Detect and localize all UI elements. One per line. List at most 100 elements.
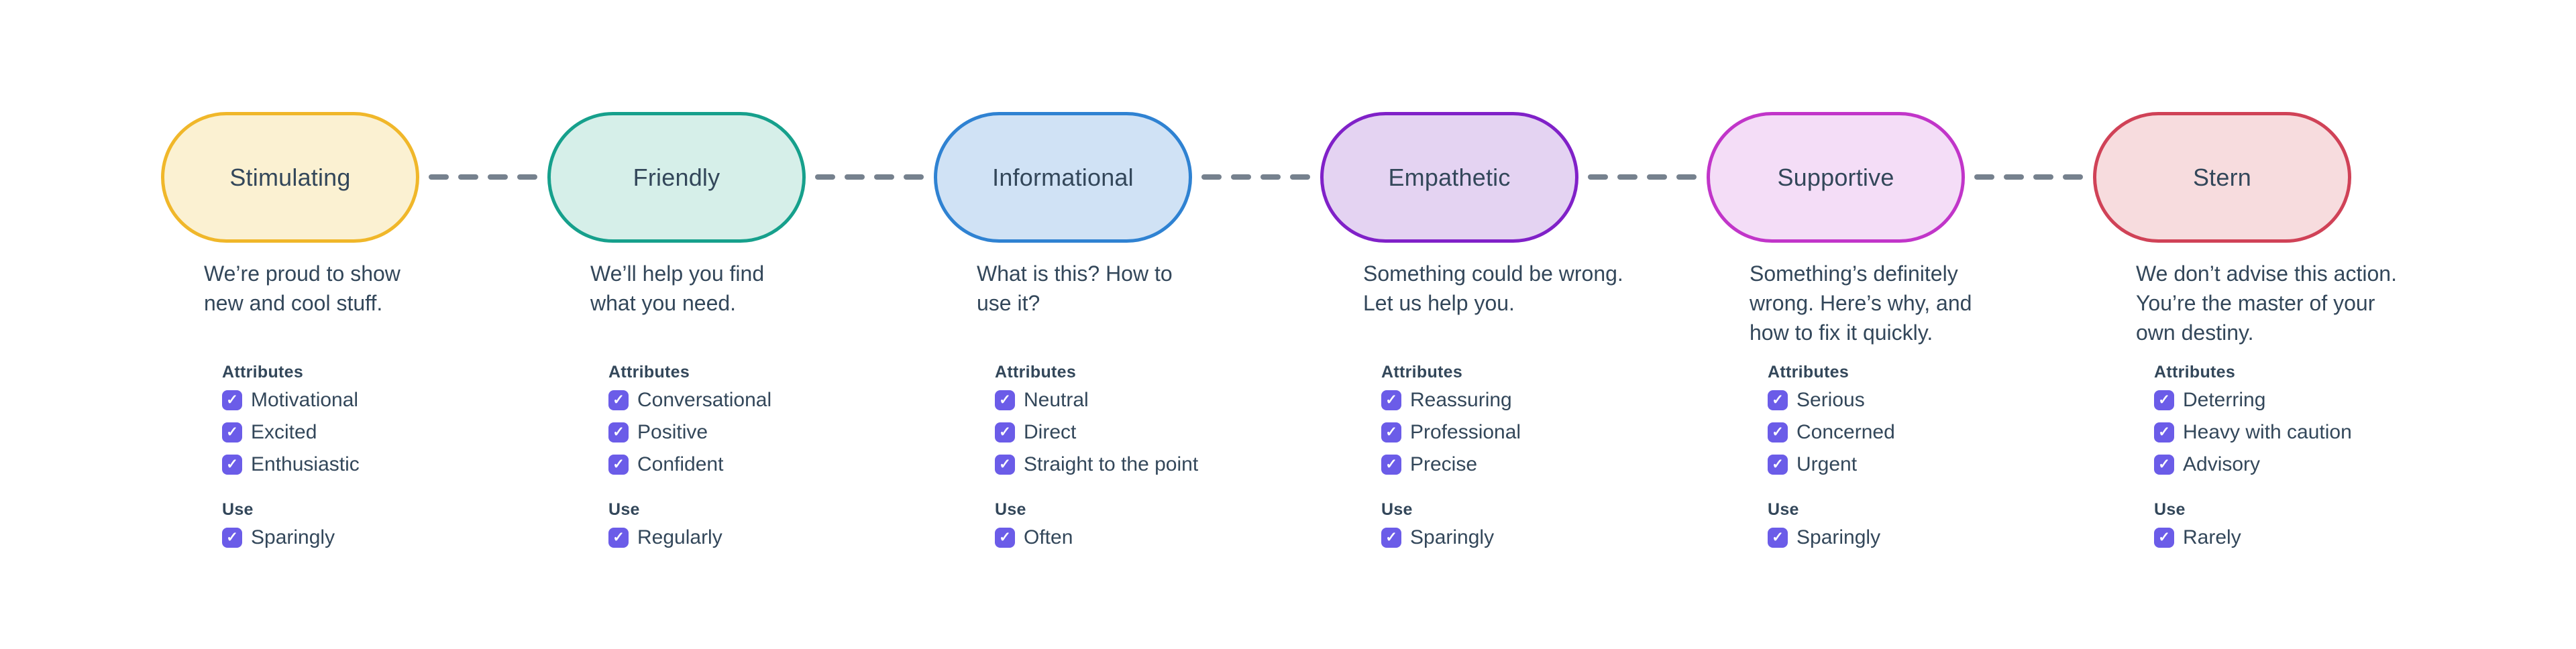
checkbox-checked[interactable]: ✓ bbox=[222, 422, 242, 442]
check-icon: ✓ bbox=[612, 456, 625, 472]
tone-column-stimulating: Stimulating We’re proud to show new and … bbox=[161, 0, 547, 649]
use-section: Use ✓ Sparingly bbox=[1381, 499, 1494, 560]
checkbox-checked[interactable]: ✓ bbox=[1768, 390, 1788, 410]
dash bbox=[1290, 174, 1310, 180]
use-section: Use ✓ Sparingly bbox=[222, 499, 335, 560]
use-row: ✓ Sparingly bbox=[1768, 526, 1881, 548]
dash bbox=[1647, 174, 1667, 180]
attributes-section: Attributes ✓ Serious ✓ Concerned ✓ Urgen… bbox=[1768, 362, 1895, 487]
attribute-label: Confident bbox=[637, 453, 724, 475]
attribute-label: Excited bbox=[251, 421, 317, 443]
attribute-row: ✓ Enthusiastic bbox=[222, 453, 360, 475]
dash bbox=[1231, 174, 1251, 180]
checkbox-checked[interactable]: ✓ bbox=[1381, 422, 1401, 442]
checkbox-checked[interactable]: ✓ bbox=[608, 422, 629, 442]
use-row: ✓ Rarely bbox=[2154, 526, 2241, 548]
attributes-heading: Attributes bbox=[1768, 363, 1849, 381]
checkbox-checked[interactable]: ✓ bbox=[1768, 528, 1788, 548]
checkbox-checked[interactable]: ✓ bbox=[1381, 390, 1401, 410]
attribute-row: ✓ Deterring bbox=[2154, 389, 2352, 411]
checkbox-checked[interactable]: ✓ bbox=[1768, 422, 1788, 442]
attribute-row: ✓ Reassuring bbox=[1381, 389, 1521, 411]
tone-description: We’ll help you find what you need. bbox=[590, 261, 765, 315]
attributes-section: Attributes ✓ Reassuring ✓ Professional ✓… bbox=[1381, 362, 1521, 487]
use-section: Use ✓ Sparingly bbox=[1768, 499, 1880, 560]
attributes-section: Attributes ✓ Deterring ✓ Heavy with caut… bbox=[2154, 362, 2352, 487]
checkbox-checked[interactable]: ✓ bbox=[995, 422, 1015, 442]
tone-description: We don’t advise this action. You’re the … bbox=[2136, 261, 2397, 345]
checkbox-checked[interactable]: ✓ bbox=[995, 390, 1015, 410]
connector-dashed-line bbox=[1201, 174, 1310, 180]
attributes-section: Attributes ✓ Neutral ✓ Direct ✓ Straight… bbox=[995, 362, 1198, 487]
attribute-label: Advisory bbox=[2183, 453, 2261, 475]
tone-pill-label: Informational bbox=[992, 163, 1134, 191]
dash bbox=[1588, 174, 1608, 180]
checkbox-checked[interactable]: ✓ bbox=[608, 528, 629, 548]
check-icon: ✓ bbox=[1772, 529, 1784, 545]
use-label: Sparingly bbox=[1796, 526, 1881, 548]
checkbox-checked[interactable]: ✓ bbox=[995, 455, 1015, 475]
checkbox-checked[interactable]: ✓ bbox=[222, 455, 242, 475]
tone-pill: Stern bbox=[2093, 112, 2351, 243]
dash bbox=[1974, 174, 1994, 180]
tone-pill: Supportive bbox=[1707, 112, 1965, 243]
attribute-row: ✓ Direct bbox=[995, 421, 1198, 443]
attributes-heading: Attributes bbox=[995, 363, 1077, 381]
check-icon: ✓ bbox=[1385, 456, 1397, 472]
checkbox-checked[interactable]: ✓ bbox=[608, 455, 629, 475]
attribute-label: Deterring bbox=[2183, 389, 2266, 411]
dash bbox=[1201, 174, 1222, 180]
attribute-row: ✓ Heavy with caution bbox=[2154, 421, 2352, 443]
check-icon: ✓ bbox=[999, 456, 1011, 472]
check-icon: ✓ bbox=[999, 392, 1011, 408]
attribute-label: Professional bbox=[1410, 421, 1521, 443]
use-section: Use ✓ Often bbox=[995, 499, 1073, 560]
checkbox-checked[interactable]: ✓ bbox=[2154, 455, 2174, 475]
checkbox-checked[interactable]: ✓ bbox=[995, 528, 1015, 548]
dash bbox=[488, 174, 508, 180]
check-icon: ✓ bbox=[226, 392, 238, 408]
attribute-label: Positive bbox=[637, 421, 708, 443]
attribute-row: ✓ Confident bbox=[608, 453, 771, 475]
use-row: ✓ Sparingly bbox=[1381, 526, 1494, 548]
attribute-row: ✓ Advisory bbox=[2154, 453, 2352, 475]
checkbox-checked[interactable]: ✓ bbox=[2154, 528, 2174, 548]
attribute-row: ✓ Concerned bbox=[1768, 421, 1895, 443]
tone-pill-label: Supportive bbox=[1777, 163, 1894, 191]
check-icon: ✓ bbox=[612, 424, 625, 440]
tone-description: Something’s definitely wrong. Here’s why… bbox=[1750, 261, 1972, 345]
checkbox-checked[interactable]: ✓ bbox=[1381, 455, 1401, 475]
checkbox-checked[interactable]: ✓ bbox=[608, 390, 629, 410]
attribute-label: Concerned bbox=[1796, 421, 1895, 443]
checkbox-checked[interactable]: ✓ bbox=[2154, 390, 2174, 410]
checkbox-checked[interactable]: ✓ bbox=[1768, 455, 1788, 475]
attribute-row: ✓ Precise bbox=[1381, 453, 1521, 475]
connector-dashed-line bbox=[815, 174, 924, 180]
use-heading: Use bbox=[1768, 500, 1799, 519]
use-section: Use ✓ Rarely bbox=[2154, 499, 2241, 560]
use-heading: Use bbox=[995, 500, 1026, 519]
checkbox-checked[interactable]: ✓ bbox=[222, 390, 242, 410]
check-icon: ✓ bbox=[999, 529, 1011, 545]
tone-description: Something could be wrong. Let us help yo… bbox=[1363, 261, 1623, 315]
attribute-label: Heavy with caution bbox=[2183, 421, 2352, 443]
checkbox-checked[interactable]: ✓ bbox=[2154, 422, 2174, 442]
tone-column-friendly: Friendly We’ll help you find what you ne… bbox=[547, 0, 934, 649]
attribute-label: Serious bbox=[1796, 389, 1865, 411]
check-icon: ✓ bbox=[612, 529, 625, 545]
attribute-row: ✓ Straight to the point bbox=[995, 453, 1198, 475]
checkbox-checked[interactable]: ✓ bbox=[222, 528, 242, 548]
attribute-row: ✓ Conversational bbox=[608, 389, 772, 411]
check-icon: ✓ bbox=[226, 424, 238, 440]
use-section: Use ✓ Regularly bbox=[608, 499, 722, 560]
use-label: Sparingly bbox=[251, 526, 335, 548]
attribute-label: Conversational bbox=[637, 389, 772, 411]
attribute-row: ✓ Positive bbox=[608, 421, 771, 443]
tone-pill: Friendly bbox=[547, 112, 806, 243]
attribute-label: Motivational bbox=[251, 389, 359, 411]
check-icon: ✓ bbox=[612, 392, 625, 408]
tone-description: We’re proud to show new and cool stuff. bbox=[204, 261, 400, 315]
attribute-label: Neutral bbox=[1024, 389, 1089, 411]
attributes-heading: Attributes bbox=[1381, 363, 1463, 381]
checkbox-checked[interactable]: ✓ bbox=[1381, 528, 1401, 548]
